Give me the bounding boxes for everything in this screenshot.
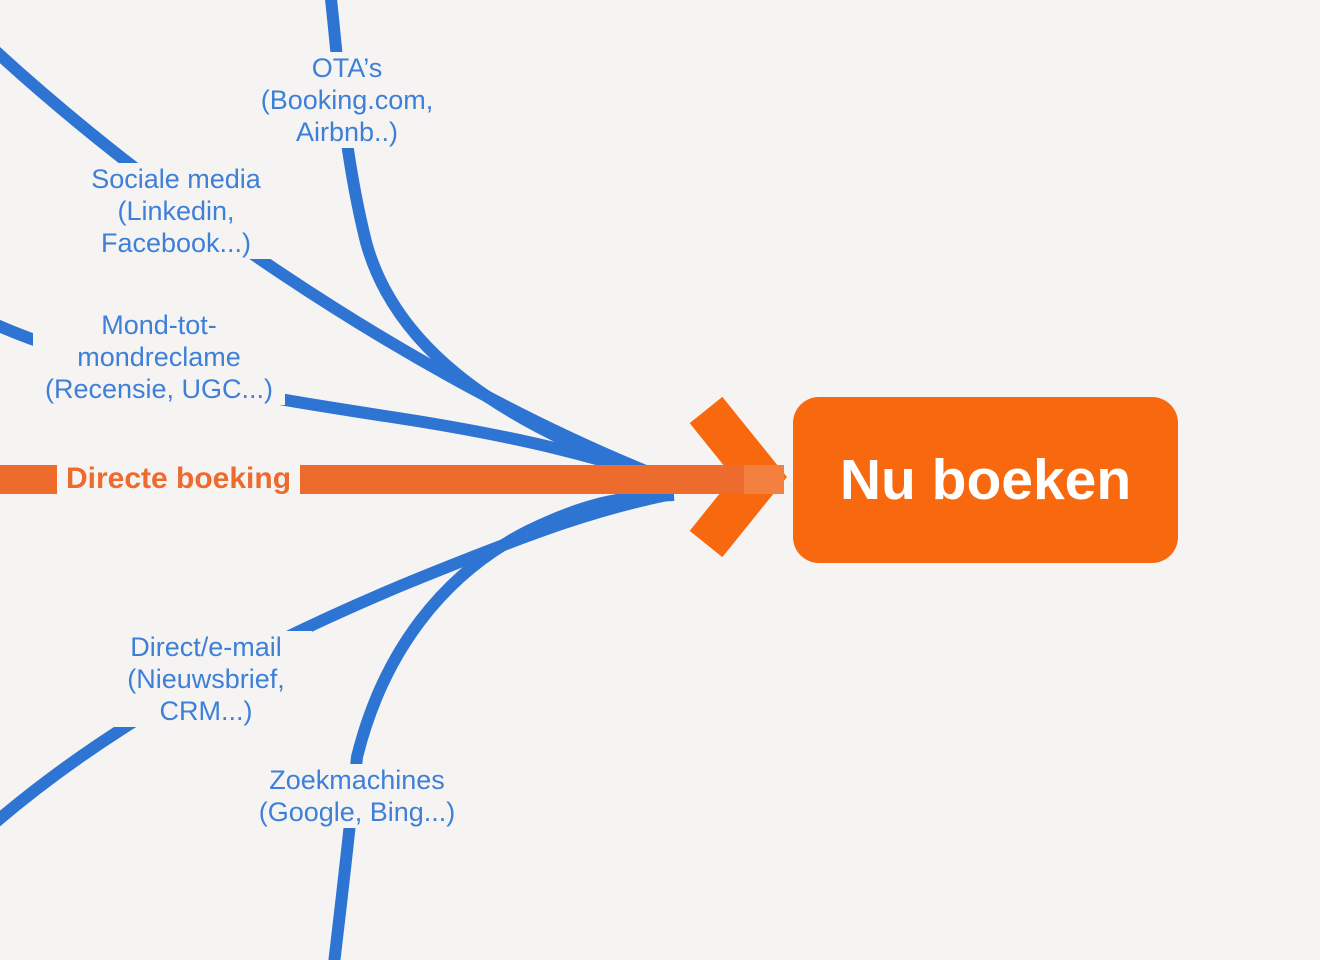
label-search-engines: Zoekmachines (Google, Bing...)	[235, 764, 479, 828]
label-wom-line1: Mond-tot-	[101, 310, 217, 340]
label-social-line3: Facebook...)	[100, 228, 252, 258]
label-search-line1: Zoekmachines	[269, 765, 445, 795]
line-search-engines	[328, 489, 675, 960]
label-direct-line1: Direct/e-mail	[130, 632, 282, 662]
direct-booking-label: Directe boeking	[57, 456, 300, 502]
label-wom-line3: (Recensie, UGC...)	[44, 374, 274, 404]
label-word-of-mouth: Mond-tot- mondreclame (Recensie, UGC...)	[33, 309, 285, 405]
label-direct-email: Direct/e-mail (Nieuwsbrief, CRM...)	[100, 631, 312, 727]
bar-arrow-overlap	[744, 465, 784, 494]
line-social-media	[0, 47, 671, 486]
label-social-line1: Sociale media	[91, 164, 261, 194]
label-direct-line2: (Nieuwsbrief,	[127, 664, 285, 694]
label-social-media: Sociale media (Linkedin, Facebook...)	[64, 163, 288, 259]
label-search-line2: (Google, Bing...)	[258, 797, 456, 827]
label-ota-line1: OTA’s	[311, 53, 383, 83]
book-now-button[interactable]: Nu boeken	[793, 397, 1178, 563]
label-ota-line2: (Booking.com,	[260, 85, 434, 115]
label-direct-line3: CRM...)	[159, 696, 253, 726]
label-ota: OTA’s (Booking.com, Airbnb..)	[247, 52, 447, 148]
label-ota-line3: Airbnb..)	[295, 117, 399, 147]
label-social-line2: (Linkedin,	[117, 196, 235, 226]
line-direct-email	[0, 488, 674, 827]
label-wom-line2: mondreclame	[77, 342, 241, 372]
